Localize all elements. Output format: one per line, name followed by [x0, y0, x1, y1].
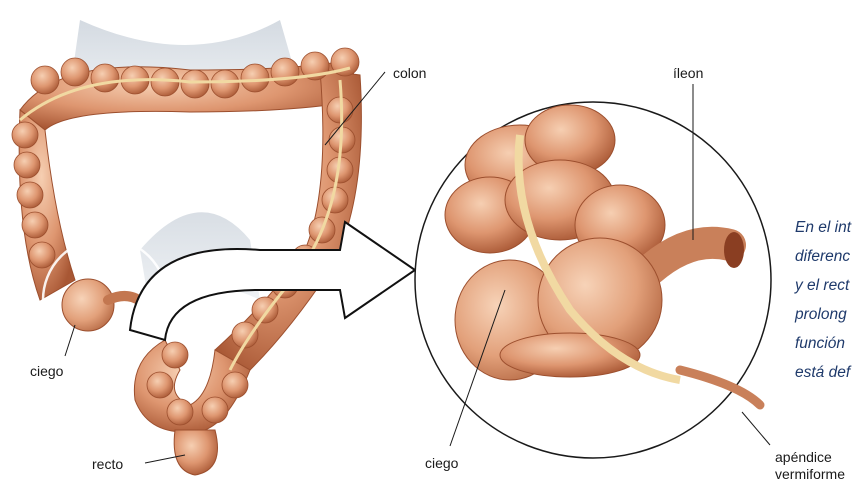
cecum-detail [415, 102, 771, 458]
label-recto: recto [92, 456, 123, 472]
ileum-opening [724, 232, 744, 268]
caption-line: está def [795, 358, 866, 387]
large-intestine-illustration [12, 20, 361, 475]
rectum [174, 430, 217, 475]
caption-line: diferenc [795, 242, 866, 271]
caption-line: En el int [795, 213, 866, 242]
label-colon: colon [393, 65, 426, 81]
caption-line: y el rect [795, 271, 866, 300]
label-ileon: íleon [673, 65, 703, 81]
caption-line: función [795, 329, 866, 358]
caption-text: En el int diferenc y el rect prolong fun… [795, 213, 866, 387]
label-ciego-left: ciego [30, 363, 64, 379]
label-ciego-right: ciego [425, 455, 459, 471]
cecum-left [62, 279, 114, 331]
caption-line: prolong [795, 300, 866, 329]
label-apendice: apéndice [775, 449, 832, 465]
label-vermiforme: vermiforme [775, 466, 845, 482]
